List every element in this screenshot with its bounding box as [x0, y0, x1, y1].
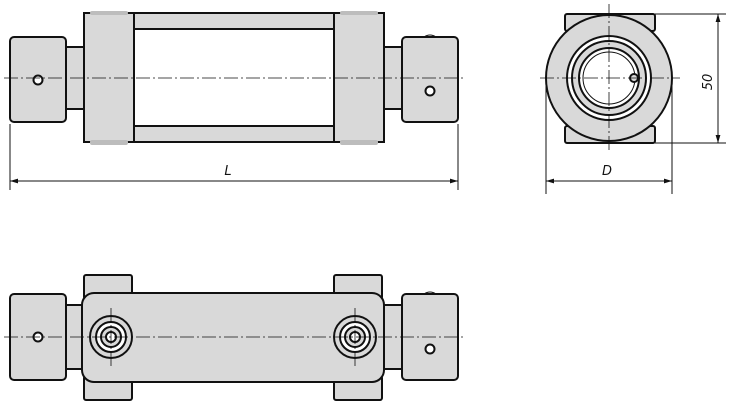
front-left-pin-hole [32, 74, 44, 86]
front-right-end-cap [401, 36, 459, 123]
front-view [4, 11, 466, 145]
height-label: 50 [701, 74, 716, 91]
front-left-post [83, 12, 135, 143]
length-label: L [224, 164, 231, 179]
top-view [4, 274, 466, 401]
top-right-pin-hole [424, 343, 436, 355]
front-right-pin-hole [424, 85, 436, 97]
side-view [540, 4, 680, 152]
front-window [133, 28, 335, 127]
dimension-height: 50 [655, 13, 726, 144]
dimension-length: L [9, 124, 459, 190]
diameter-label: D [602, 164, 612, 179]
front-right-post [333, 12, 385, 143]
dimension-diameter: D [545, 82, 673, 194]
